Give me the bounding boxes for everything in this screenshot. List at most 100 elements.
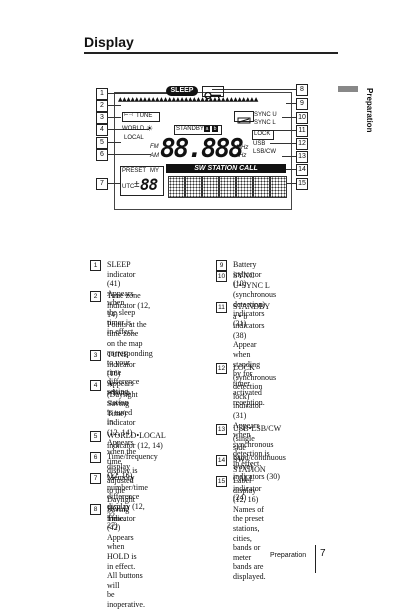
standby-b-indicator: b bbox=[212, 126, 218, 132]
label-display-cell bbox=[253, 176, 270, 198]
legend-text: Time/frequency display (12, 16) bbox=[107, 452, 158, 481]
legend-text: TUNE indicator (16) Appears when a stati… bbox=[107, 350, 136, 427]
lsb-cw-indicator: LSB/CW bbox=[253, 149, 277, 155]
leader-11 bbox=[264, 130, 296, 131]
legend-number: 9 bbox=[216, 260, 227, 271]
legend-number: 6 bbox=[90, 452, 101, 463]
legend-text: LOCK (synchronous detection lock) indica… bbox=[233, 363, 277, 468]
lock-indicator: LOCK bbox=[254, 131, 271, 137]
lcd-frame bbox=[114, 92, 292, 210]
legend-number: 14 bbox=[216, 455, 227, 466]
am-indicator: AM bbox=[150, 153, 159, 159]
world-indicator: WORLD bbox=[122, 126, 145, 132]
callout-2: 2 bbox=[96, 100, 108, 112]
legend-number: 4 bbox=[90, 380, 101, 391]
callout-13: 13 bbox=[296, 151, 308, 163]
legend-text: SYNC U•SYNC L (synchronous detection) in… bbox=[233, 271, 277, 328]
label-display-cell bbox=[219, 176, 236, 198]
legend-number: 2 bbox=[90, 291, 101, 302]
memory-number-frame bbox=[120, 166, 164, 196]
mhz-unit: MHz bbox=[236, 145, 249, 151]
legend-number: 12 bbox=[216, 363, 227, 374]
callout-15: 15 bbox=[296, 178, 308, 190]
standby-a-indicator: a bbox=[204, 126, 210, 132]
callout-4: 4 bbox=[96, 124, 108, 136]
sync-l-indicator: SYNC L bbox=[254, 120, 276, 126]
legend-number: 3 bbox=[90, 350, 101, 361]
callout-3: 3 bbox=[96, 112, 108, 124]
page-number: 7 bbox=[320, 548, 326, 559]
callout-6: 6 bbox=[96, 149, 108, 161]
utc-indicator: UTC bbox=[122, 184, 135, 190]
daylight-saving-icon: ☀ bbox=[146, 124, 154, 133]
leader-5 bbox=[107, 142, 121, 143]
footer-section-label: Preparation bbox=[270, 552, 307, 559]
callout-9: 9 bbox=[296, 98, 308, 110]
sync-u-indicator: SYNC U bbox=[254, 112, 277, 118]
legend-number: 11 bbox=[216, 302, 227, 313]
time-frequency-display: 88.888 bbox=[160, 134, 244, 164]
callout-11: 11 bbox=[296, 125, 308, 137]
leader-14 bbox=[286, 169, 296, 170]
section-side-label: Preparation bbox=[362, 88, 374, 168]
callout-10: 10 bbox=[296, 112, 308, 124]
legend-number: 1 bbox=[90, 260, 101, 271]
callout-5: 5 bbox=[96, 137, 108, 149]
leader-15 bbox=[286, 183, 296, 184]
label-display-cell bbox=[168, 176, 185, 198]
local-indicator: LOCAL bbox=[124, 135, 144, 141]
label-display-cell bbox=[270, 176, 287, 198]
tune-label: TUNE bbox=[136, 113, 153, 119]
memory-time-difference-digits: 88 bbox=[140, 175, 158, 194]
legend-number: 10 bbox=[216, 271, 227, 282]
standby-indicator: STANDBY bbox=[176, 126, 204, 132]
lock-frame bbox=[252, 130, 274, 140]
legend-text: SW STATION CALL indicator (24) bbox=[233, 455, 266, 503]
legend-number: 7 bbox=[90, 473, 101, 484]
footer-rule bbox=[315, 545, 316, 573]
legend-text: ☀ (Daylight Saving Time) indicator (12, … bbox=[107, 380, 138, 524]
title-rule bbox=[84, 52, 338, 54]
battery-icon bbox=[234, 111, 254, 124]
leader-13 bbox=[282, 156, 296, 157]
leader-9 bbox=[286, 103, 296, 104]
leader-8 bbox=[212, 89, 296, 90]
legend-text: HOLD indicator (42) Appears when HOLD is… bbox=[107, 504, 145, 609]
my-indicator: MY bbox=[150, 168, 159, 174]
leader-3 bbox=[107, 117, 121, 118]
callout-1: 1 bbox=[96, 88, 108, 100]
legend-number: 13 bbox=[216, 424, 227, 435]
callout-12: 12 bbox=[296, 138, 308, 150]
section-tab bbox=[338, 86, 358, 92]
leader-10 bbox=[282, 117, 296, 118]
leader-2 bbox=[107, 105, 121, 106]
leader-1 bbox=[107, 93, 167, 94]
leader-4 bbox=[107, 129, 149, 130]
label-display-cell bbox=[202, 176, 219, 198]
leader-7 bbox=[107, 183, 121, 184]
legend-text: WORLD•LOCAL indicator (12, 14) bbox=[107, 431, 166, 450]
hold-key-icon bbox=[202, 86, 224, 100]
callout-8: 8 bbox=[296, 84, 308, 96]
page-title: Display bbox=[84, 34, 134, 50]
callout-14: 14 bbox=[296, 164, 308, 176]
legend-number: 5 bbox=[90, 431, 101, 442]
label-display-cell bbox=[236, 176, 253, 198]
legend-text: STANDBY a • b indicators (38) Appear whe… bbox=[233, 302, 270, 407]
standby-frame bbox=[174, 125, 222, 135]
legend-text: Battery indicator (10) bbox=[233, 260, 262, 289]
usb-indicator: USB bbox=[253, 141, 266, 147]
legend-text: USB•LSB/CW (single side band/continuous … bbox=[233, 424, 286, 481]
plus-minus-indicator: ± bbox=[134, 179, 140, 190]
label-display-cell bbox=[185, 176, 202, 198]
legend-text: SLEEP indicator (41) Appears when the sl… bbox=[107, 260, 136, 337]
sw-station-call-indicator: SW STATION CALL bbox=[166, 164, 286, 173]
section-side-label-text: Preparation bbox=[365, 88, 374, 133]
time-zone-indicator-row: ▲▲▲▲▲▲▲▲▲▲▲▲▲▲▲▲▲▲▲▲▲▲▲▲▲▲▲▲▲▲▲▲▲▲ bbox=[118, 96, 258, 103]
sleep-indicator: SLEEP bbox=[166, 86, 198, 96]
legend-text: Label display (12, 16) Names of the pres… bbox=[233, 476, 266, 581]
khz-unit: kHz bbox=[236, 153, 247, 159]
tune-indicator bbox=[122, 112, 160, 122]
fm-indicator: FM bbox=[150, 144, 159, 150]
legend-number: 15 bbox=[216, 476, 227, 487]
